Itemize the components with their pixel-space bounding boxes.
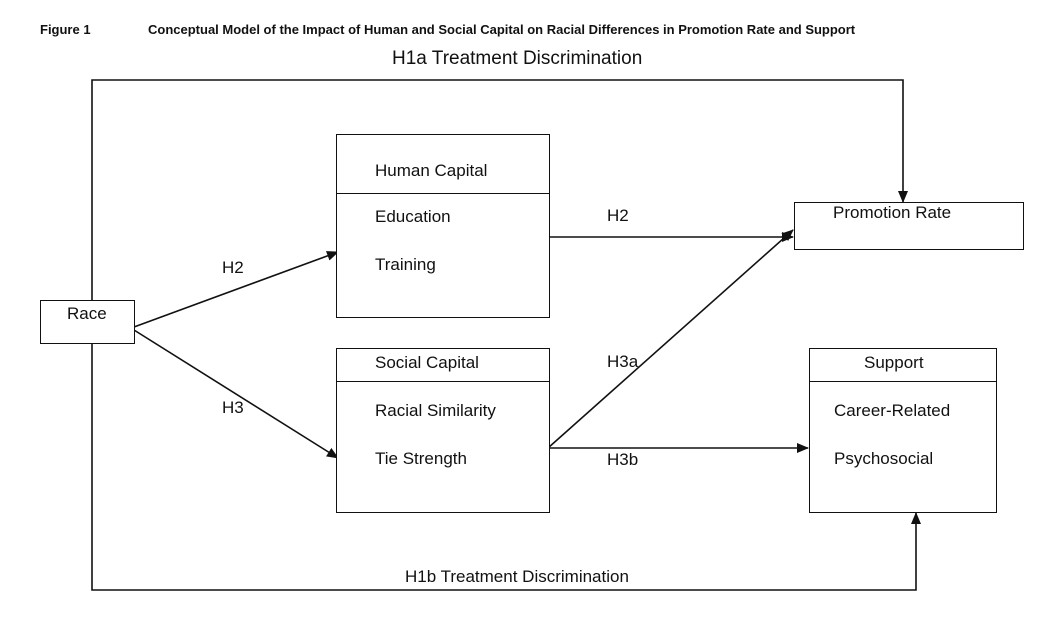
figure-number: Figure 1 <box>40 22 91 37</box>
edge-h1b <box>91 342 921 591</box>
edge-label-race-social: H3 <box>222 398 244 417</box>
node-social-capital-title: Social Capital <box>375 353 479 372</box>
node-promotion-rate: Promotion Rate <box>794 202 1024 250</box>
node-social-capital-divider <box>337 381 549 382</box>
edge-label-social-support: H3b <box>607 450 639 469</box>
node-support-divider <box>810 381 996 382</box>
node-social-capital-item: Racial Similarity <box>375 401 496 420</box>
edge-h1a <box>91 79 908 300</box>
figure-title: Conceptual Model of the Impact of Human … <box>148 22 856 37</box>
node-human-capital: Human Capital Education Training <box>336 134 550 318</box>
edge-label-h1b: H1b Treatment Discrimination <box>405 567 629 586</box>
edge-race-social <box>133 329 339 459</box>
node-support-item: Psychosocial <box>834 449 934 468</box>
node-race-label: Race <box>67 304 107 323</box>
edge-social-promotion <box>547 229 794 449</box>
edge-label-human-promotion: H2 <box>607 206 629 225</box>
node-human-capital-title: Human Capital <box>375 161 488 180</box>
node-promotion-rate-label: Promotion Rate <box>833 203 952 222</box>
node-support-item: Career-Related <box>834 401 951 420</box>
node-human-capital-item: Training <box>375 255 436 274</box>
edge-label-social-promotion: H3a <box>607 352 639 371</box>
edge-label-race-human: H2 <box>222 258 244 277</box>
node-social-capital: Social Capital Racial Similarity Tie Str… <box>336 348 550 513</box>
node-social-capital-item: Tie Strength <box>375 449 467 468</box>
figure-caption: Figure 1 Conceptual Model of the Impact o… <box>40 22 855 37</box>
node-support-title: Support <box>864 353 924 372</box>
node-support: Support Career-Related Psychosocial <box>809 348 997 513</box>
node-race: Race <box>40 300 135 344</box>
edge-label-h1a: H1a Treatment Discrimination <box>392 48 643 69</box>
node-human-capital-divider <box>337 193 549 194</box>
edge-race-human <box>133 251 339 328</box>
node-human-capital-item: Education <box>375 207 451 226</box>
